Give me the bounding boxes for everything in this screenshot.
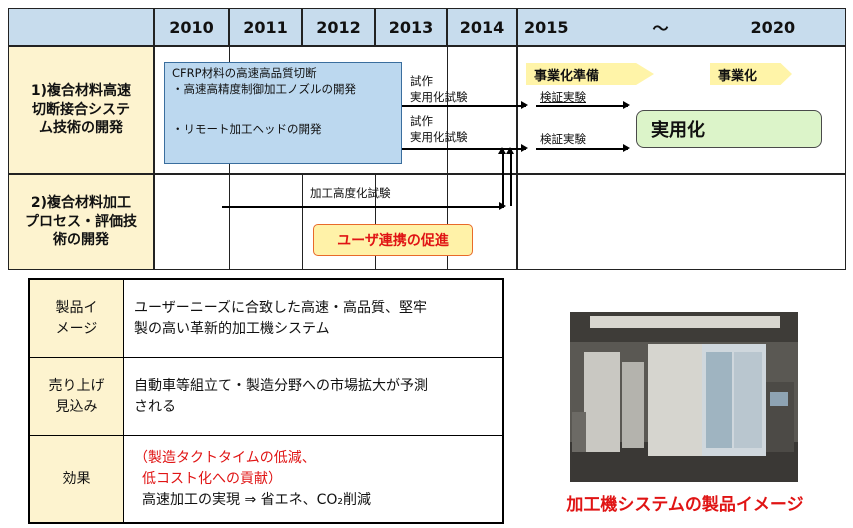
machine-photo-illustration — [570, 312, 798, 482]
row-label-line: プロセス・評価技 — [25, 213, 137, 230]
practical-test-label: 実用化試験 — [410, 90, 468, 104]
advanced-processing-test: 加工高度化試験 — [310, 186, 391, 200]
info-value-line: 自動車等組立て・製造分野への市場拡大が予測 — [134, 377, 428, 394]
grid-line — [447, 46, 448, 270]
row2-future — [517, 174, 846, 270]
product-photo — [570, 312, 798, 482]
row-label-line: ム技術の開発 — [38, 120, 123, 137]
photo-caption: 加工機システムの製品イメージ — [566, 495, 804, 515]
year-2014: 2014 — [447, 8, 517, 46]
grid-line — [375, 174, 376, 270]
year-label: 2010 — [169, 17, 214, 37]
info-label-line: 製品イ — [55, 300, 98, 317]
info-value-line: 高速加工の実現 ⇒ 省エネ、CO₂削減 — [142, 491, 372, 508]
phase-business-prep: 事業化準備 — [526, 63, 654, 85]
arrow-row2 — [222, 203, 506, 209]
info-value-line-red: 低コスト化への貢献） — [142, 470, 282, 487]
year-2015-2020: 2015 ～ 2020 — [517, 8, 846, 46]
info-row-product-image: 製品イ メージ ユーザーニーズに合致した高速・高品質、堅牢 製の高い革新的加工機… — [30, 280, 502, 358]
nozzle-development: ・高速高精度制御加工ノズルの開発 — [172, 82, 356, 96]
info-label: 売り上げ 見込み — [30, 358, 124, 435]
year-label: 2015 — [524, 17, 569, 37]
info-row-effect: 効果 （製造タクトタイムの低減、 低コスト化への貢献） 高速加工の実現 ⇒ 省エ… — [30, 436, 502, 522]
remote-head-development: ・リモート加工ヘッドの開発 — [172, 122, 322, 136]
arrow-up-2 — [507, 147, 513, 206]
info-value: 自動車等組立て・製造分野への市場拡大が予測 される — [134, 358, 494, 435]
info-label: 製品イ メージ — [30, 280, 124, 357]
cfrp-title: CFRP材料の高速高品質切断 — [172, 66, 317, 80]
row-label-line: 2)複合材料加工 — [30, 194, 132, 211]
year-label: 2020 — [750, 17, 796, 37]
info-label-line: メージ — [55, 320, 98, 337]
verify-experiment-2: 検証実験 — [540, 132, 586, 146]
row-label-line: 1)複合材料高速 — [30, 82, 132, 99]
arrow-row1b — [402, 145, 528, 151]
year-2011: 2011 — [229, 8, 302, 46]
year-label: 2011 — [243, 17, 288, 37]
year-label: 2014 — [459, 17, 505, 37]
row-label-1: 1)複合材料高速 切断接合システ ム技術の開発 — [8, 46, 154, 174]
info-value-line-red: （製造タクトタイムの低減、 — [134, 449, 316, 466]
info-row-sales-outlook: 売り上げ 見込み 自動車等組立て・製造分野への市場拡大が予測 される — [30, 358, 502, 436]
prototype-label: 試作 — [410, 74, 433, 88]
year-label: 2013 — [388, 17, 434, 37]
info-label-line: 効果 — [62, 470, 91, 487]
arrow-verify1 — [536, 102, 630, 108]
product-info-table: 製品イ メージ ユーザーニーズに合致した高速・高品質、堅牢 製の高い革新的加工機… — [28, 278, 504, 524]
user-collaboration-box: ユーザ連携の促進 — [313, 224, 473, 256]
row-label-line: 術の開発 — [53, 232, 109, 249]
info-value-line: される — [134, 398, 176, 415]
info-value: （製造タクトタイムの低減、 低コスト化への貢献） 高速加工の実現 ⇒ 省エネ、C… — [134, 436, 494, 522]
practical-use-box: 実用化 — [636, 110, 822, 148]
info-label: 効果 — [30, 436, 124, 522]
year-2010: 2010 — [154, 8, 229, 46]
arrow-verify2 — [536, 145, 630, 151]
info-value-line: ユーザーニーズに合致した高速・高品質、堅牢 — [134, 299, 428, 316]
practical-test-label: 実用化試験 — [410, 130, 468, 144]
grid-line — [302, 174, 303, 270]
verify-experiment-1: 検証実験 — [540, 90, 586, 104]
info-label-line: 見込み — [55, 398, 98, 415]
prototype-label: 試作 — [410, 114, 433, 128]
cfrp-development-box — [164, 62, 402, 164]
phase-commercialization: 事業化 — [710, 63, 792, 85]
row-label-line: 切断接合システ — [31, 101, 130, 118]
info-label-line: 売り上げ — [48, 378, 105, 395]
info-value: ユーザーニーズに合致した高速・高品質、堅牢 製の高い革新的加工機システム — [134, 280, 494, 357]
year-2012: 2012 — [302, 8, 375, 46]
year-range-tilde: ～ — [652, 19, 669, 38]
info-value-line: 製の高い革新的加工機システム — [134, 320, 330, 337]
arrow-up-1 — [499, 147, 505, 206]
arrow-row1a — [402, 102, 528, 108]
year-2013: 2013 — [375, 8, 447, 46]
header-corner — [8, 8, 154, 46]
year-label: 2012 — [316, 17, 361, 37]
row-label-2: 2)複合材料加工 プロセス・評価技 術の開発 — [8, 174, 154, 270]
